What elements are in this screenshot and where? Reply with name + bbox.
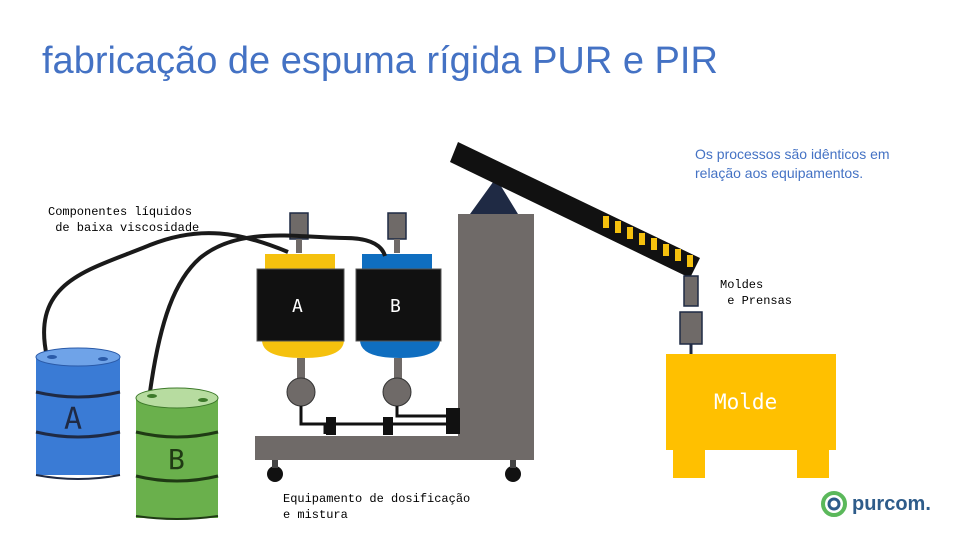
tank-a-label: A [292, 296, 303, 317]
tank-b-body [355, 268, 442, 342]
machine-base [255, 436, 534, 460]
mold-body [666, 354, 836, 450]
pump-a [286, 377, 316, 407]
arm-stripes [603, 216, 693, 267]
mold-label: Molde [714, 390, 778, 414]
tank-b-motor [387, 212, 407, 240]
drum-b-label: B [168, 443, 185, 476]
mold-leg-left [673, 450, 705, 478]
machine-column [458, 214, 534, 460]
mixing-arm [450, 142, 700, 278]
arm-pivot [470, 178, 518, 214]
drum-a-top [35, 347, 121, 367]
drum-b-body [136, 398, 218, 518]
mix-head-upper [683, 275, 699, 307]
tank-a-bottom [262, 340, 344, 358]
mold-leg-right [797, 450, 829, 478]
tank-b-label: B [390, 296, 401, 317]
drum-a-label: A [64, 402, 83, 437]
drum-a-body [36, 357, 120, 475]
dosing-equipment-label: Equipamento de dosificação e mistura [283, 492, 471, 522]
mix-head-lower [679, 311, 703, 345]
wheel-right [505, 466, 521, 482]
dosing-lines [299, 406, 455, 434]
hose-a [42, 231, 289, 358]
page-title: fabricação de espuma rígida PUR e PIR [42, 40, 718, 82]
molds-presses-label: Moldes e Prensas [720, 278, 793, 308]
tank-a-lid [265, 254, 335, 269]
pump-b [382, 377, 412, 407]
tank-b-lid [362, 254, 432, 269]
purcom-logo-icon [821, 491, 847, 517]
wheel-left [267, 466, 283, 482]
tank-b-bottom [360, 340, 440, 358]
tank-a-body [256, 268, 345, 342]
hose-b [148, 233, 387, 393]
purcom-logo: purcom. [820, 490, 931, 518]
process-note: Os processos são idênticos em relação ao… [695, 146, 890, 181]
components-label: Componentes líquidos de baixa viscosidad… [48, 205, 200, 235]
purcom-logo-text: purcom. [852, 492, 931, 515]
drum-b-top [135, 387, 219, 409]
